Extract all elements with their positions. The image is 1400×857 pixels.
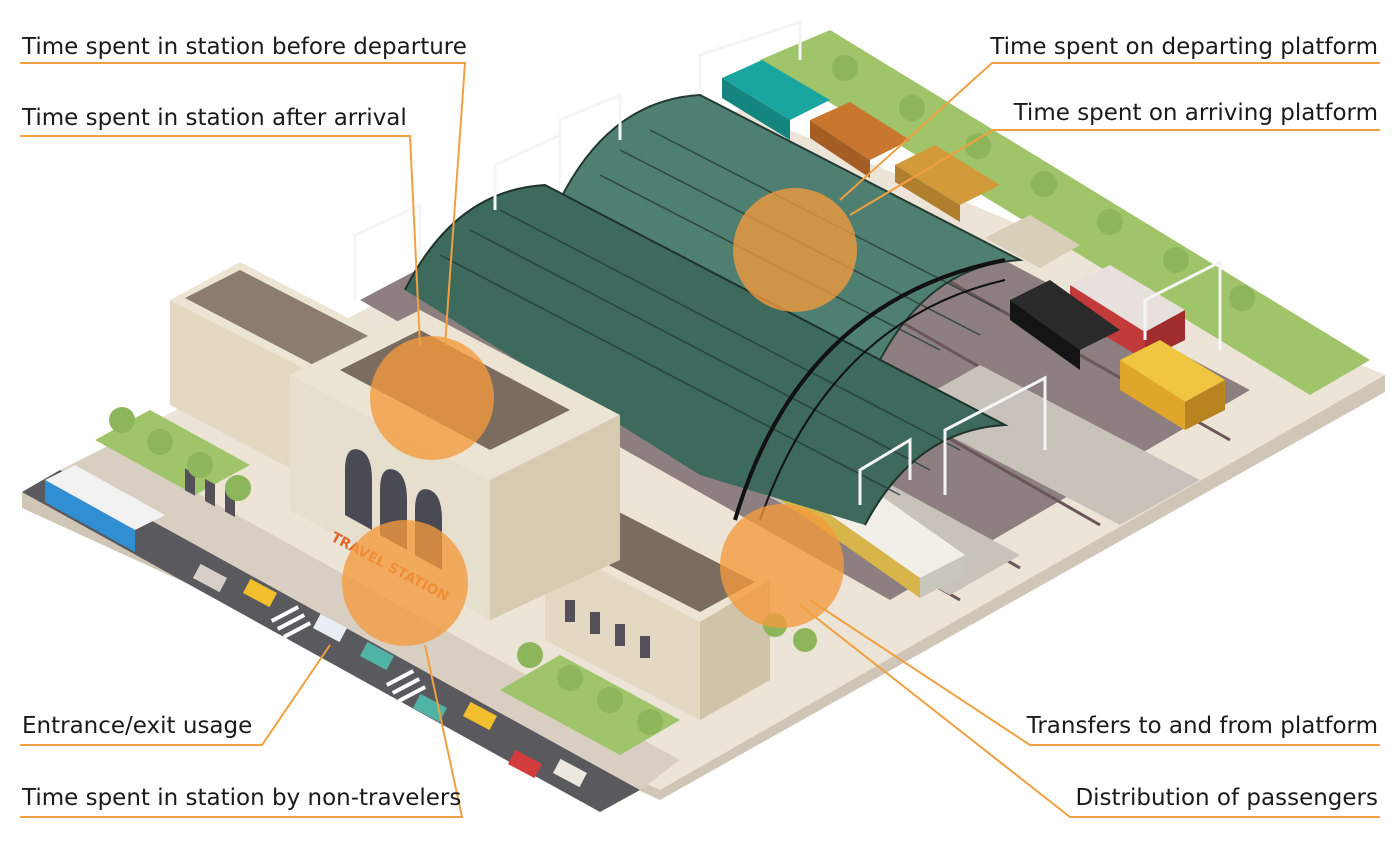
catenary-gantries [353, 19, 1222, 505]
label-arriving-platform: Time spent on arriving platform [1013, 100, 1378, 126]
trees [109, 55, 1255, 735]
label-distribution: Distribution of passengers [1075, 785, 1378, 811]
label-non-travelers: Time spent in station by non-travelers [22, 785, 462, 811]
grass-right [760, 30, 1370, 395]
label-transfers: Transfers to and from platform [1026, 713, 1378, 739]
hotspot-station-hall [370, 336, 494, 460]
label-departing-platform: Time spent on departing platform [990, 34, 1378, 60]
bus [45, 465, 165, 552]
leader-lines [20, 62, 1380, 818]
hotspot-departing-platform [733, 188, 857, 312]
locomotive-yellow [1120, 340, 1225, 430]
label-after-arrival: Time spent in station after arrival [22, 105, 407, 131]
crosswalk [270, 605, 427, 703]
hotspot-transfers [720, 504, 844, 628]
platform-1 [900, 365, 1200, 525]
hotspot-entrance [342, 520, 468, 646]
label-before-departure: Time spent in station before departure [22, 34, 467, 60]
cars [193, 563, 587, 788]
grass-bottom [500, 655, 680, 755]
grass-left [95, 410, 250, 495]
label-entrance-exit: Entrance/exit usage [22, 713, 253, 739]
hotspots [342, 188, 857, 646]
tanker-car [1010, 280, 1120, 370]
roof-truss-inner [759, 279, 1006, 521]
wing-windows [185, 468, 650, 658]
roof-truss [733, 258, 1006, 521]
